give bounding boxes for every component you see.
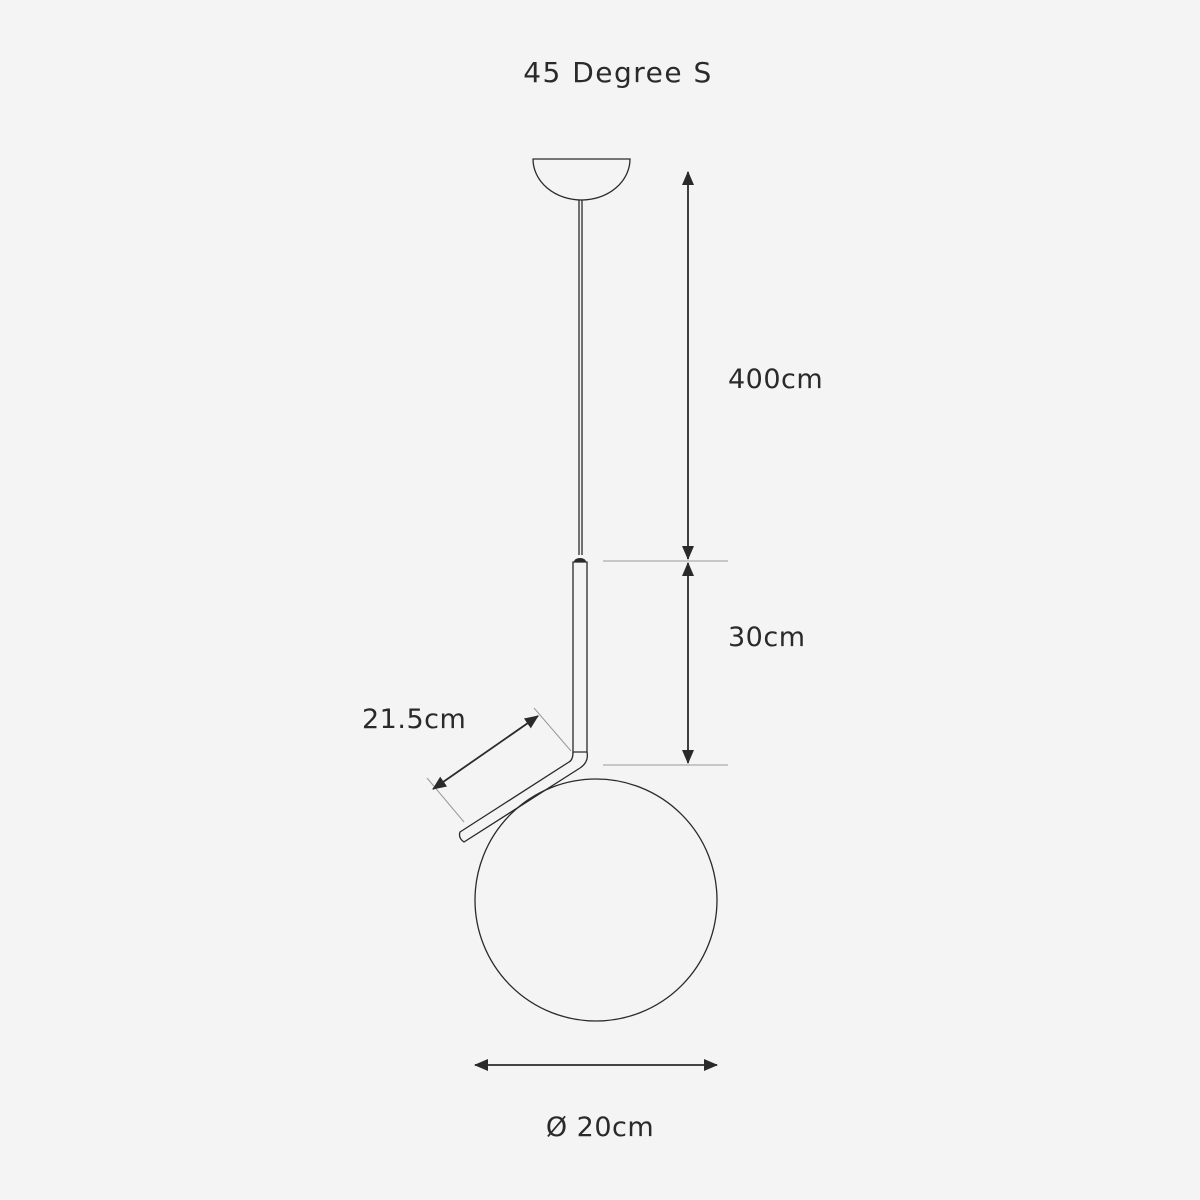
elbow-joint [568, 751, 588, 769]
diagram-title: 45 Degree S [523, 56, 713, 89]
suspension-cable [578, 200, 583, 555]
ceiling-canopy [532, 158, 631, 201]
arm-length-label: 21.5cm [362, 704, 467, 735]
globe-diameter-label: Ø 20cm [545, 1112, 655, 1143]
vertical-stem [572, 561, 588, 753]
stem-length-label: 30cm [728, 622, 806, 653]
angled-arm [458, 761, 581, 843]
drop-length-label: 400cm [728, 364, 824, 395]
glass-globe [474, 778, 718, 1022]
dimension-arrow-21-5 [426, 707, 572, 823]
